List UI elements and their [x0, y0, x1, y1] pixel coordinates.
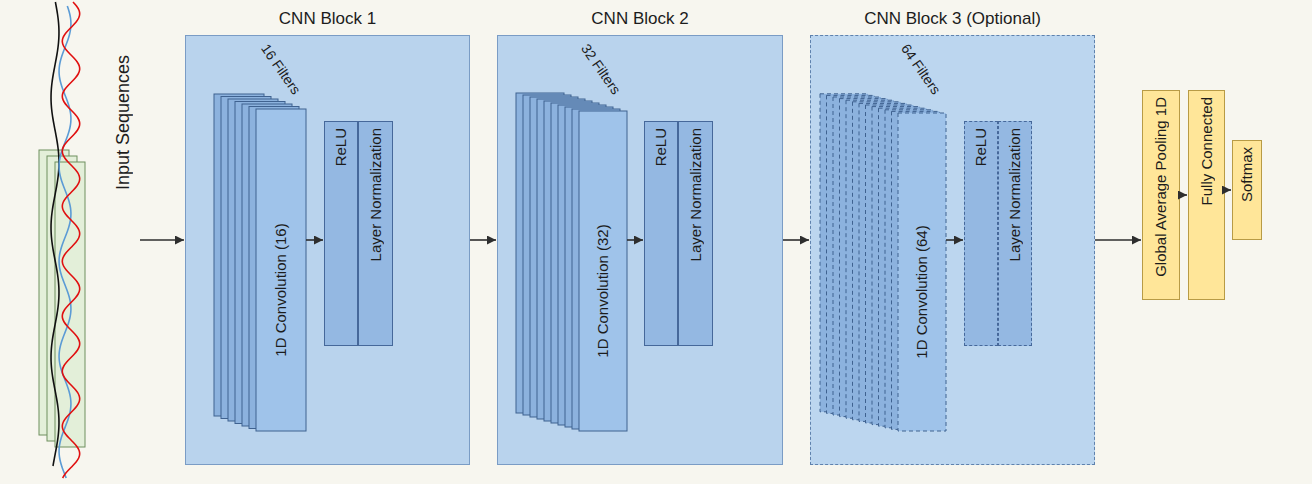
filter-panel [256, 109, 306, 431]
conv-filter-stack: 32 Filters 1D Convolution (32) [513, 41, 627, 431]
activation-norm-box: Layer Normalization [358, 121, 393, 346]
signal-wave [51, 2, 59, 466]
activation-norm-box: ReLU [964, 121, 998, 346]
layer-label: Layer Normalization [367, 128, 385, 261]
filter-stack-drawing [213, 41, 306, 431]
flow-arrow [1180, 194, 1187, 196]
activation-norm-box: ReLU [324, 121, 358, 346]
conv-filter-stack: 64 Filters 1D Convolution (64) [816, 41, 946, 431]
flow-arrow [140, 239, 184, 241]
signal-wave [62, 2, 79, 478]
activation-norm-box: Layer Normalization [998, 121, 1032, 346]
flow-arrow [1095, 239, 1141, 241]
filter-count-label: 64 Filters [898, 41, 944, 97]
layer-label: ReLU [652, 128, 670, 166]
conv-label: 1D Convolution (16) [272, 223, 290, 356]
filter-panel [579, 111, 627, 431]
layer-label: Softmax [1238, 147, 1256, 202]
activation-norm-box: ReLU [644, 121, 678, 346]
cnn-block: CNN Block 3 (Optional)64 Filters1D Convo… [810, 35, 1095, 465]
cnn-block: CNN Block 116 Filters1D Convolution (16)… [185, 35, 470, 465]
activation-norm-box: Layer Normalization [678, 121, 713, 346]
filter-panel [898, 113, 946, 431]
block-title: CNN Block 1 [186, 9, 469, 29]
conv-label: 1D Convolution (32) [594, 224, 612, 357]
layer-label: Global Average Pooling 1D [1152, 97, 1170, 277]
flow-arrow [627, 239, 643, 241]
block-title: CNN Block 2 [498, 9, 782, 29]
conv-filter-stack: 16 Filters 1D Convolution (16) [213, 41, 306, 431]
layer-label: ReLU [332, 128, 350, 166]
signal-wave [59, 6, 71, 478]
input-sequences: Input Sequences [35, 0, 140, 484]
flow-arrow [1225, 189, 1231, 191]
cnn-block: CNN Block 232 Filters1D Convolution (32)… [497, 35, 783, 465]
filter-count-label: 32 Filters [578, 41, 624, 97]
flow-arrow [470, 239, 496, 241]
input-label: Input Sequences [113, 55, 133, 190]
layer-label: Layer Normalization [1006, 128, 1024, 261]
output-layer-box: Softmax [1232, 140, 1262, 240]
flow-arrow [783, 239, 809, 241]
block-title: CNN Block 3 (Optional) [811, 9, 1094, 29]
layer-label: ReLU [972, 128, 990, 166]
layer-label: Layer Normalization [687, 128, 705, 261]
output-layer-box: Global Average Pooling 1D [1142, 90, 1180, 300]
filter-count-label: 16 Filters [258, 41, 304, 97]
flow-arrow [946, 239, 963, 241]
layer-label: Fully Connected [1198, 97, 1216, 205]
flow-arrow [306, 239, 323, 241]
output-layer-box: Fully Connected [1188, 90, 1225, 300]
conv-label: 1D Convolution (64) [913, 225, 931, 358]
